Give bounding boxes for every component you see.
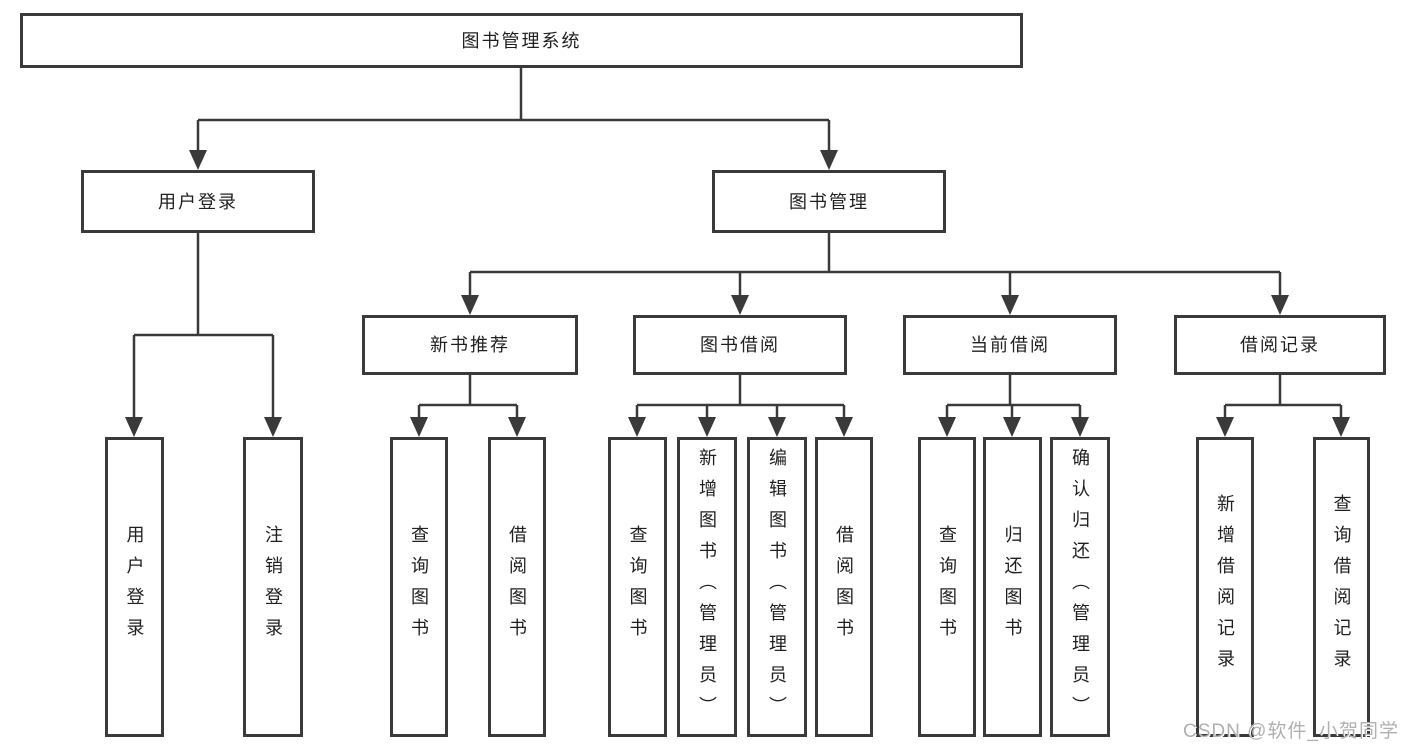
node-label: 归还图书 [1002, 525, 1023, 649]
node-label: 借阅图书 [507, 525, 527, 649]
arrowhead-icon [189, 150, 207, 170]
arrowhead-icon [938, 417, 956, 437]
arrowhead-icon [628, 417, 646, 437]
watermark-text: CSDN @软件_小贺同学 [1183, 721, 1399, 742]
node-label: 查询借阅记录 [1331, 494, 1352, 680]
node-label: 图书借阅 [700, 335, 780, 355]
node-borrow-books: 借阅图书 [815, 437, 873, 737]
arrowhead-icon [1271, 295, 1289, 315]
node-label: 编辑图书（管理员） [767, 447, 787, 727]
node-label: 新增借阅记录 [1215, 494, 1235, 680]
arrowhead-icon [264, 417, 282, 437]
node-label: 借阅记录 [1240, 335, 1320, 355]
node-label: 用户登录 [158, 191, 238, 212]
arrowhead-icon [835, 417, 853, 437]
arrowhead-icon [820, 150, 838, 170]
connector-book-borrow-children [628, 375, 853, 437]
node-user-login-leaf: 用户登录 [105, 437, 164, 737]
arrowhead-icon [1003, 417, 1021, 437]
node-query-books-borrow: 查询图书 [608, 437, 667, 737]
connector-user-login-children [125, 233, 282, 437]
node-query-borrow-record: 查询借阅记录 [1313, 437, 1370, 737]
connector-book-management-children [461, 233, 1289, 315]
arrowhead-icon [731, 295, 749, 315]
node-label: 新书推荐 [430, 335, 510, 355]
connector-borrow-records-children [1216, 375, 1350, 437]
node-add-books-admin: 新增图书（管理员） [677, 437, 737, 737]
node-query-books-recommend: 查询图书 [390, 437, 448, 737]
connector-root-to-level2 [189, 68, 838, 170]
node-current-borrowing: 当前借阅 [903, 315, 1117, 375]
node-return-books: 归还图书 [983, 437, 1042, 737]
node-borrowing-records: 借阅记录 [1174, 315, 1386, 375]
node-label: 用户登录 [124, 525, 145, 649]
node-logout: 注销登录 [243, 437, 303, 737]
arrowhead-icon [1332, 417, 1350, 437]
node-label: 查询图书 [937, 525, 957, 649]
node-label: 借阅图书 [834, 525, 854, 649]
node-label: 确认归还（管理员） [1070, 447, 1090, 727]
node-label: 查询图书 [627, 525, 648, 649]
arrowhead-icon [508, 417, 526, 437]
arrowhead-icon [1071, 417, 1089, 437]
node-new-book-recommendation: 新书推荐 [362, 315, 578, 375]
node-label: 新增图书（管理员） [697, 447, 717, 727]
arrowhead-icon [461, 295, 479, 315]
arrowhead-icon [1216, 417, 1234, 437]
node-label: 查询图书 [409, 525, 429, 649]
node-confirm-return-admin: 确认归还（管理员） [1050, 437, 1110, 737]
arrowhead-icon [768, 417, 786, 437]
connector-current-borrow-children [938, 375, 1089, 437]
node-add-borrow-record: 新增借阅记录 [1196, 437, 1254, 737]
node-book-borrowing: 图书借阅 [633, 315, 847, 375]
arrowhead-icon [698, 417, 716, 437]
node-label: 当前借阅 [970, 335, 1050, 355]
arrowhead-icon [410, 417, 428, 437]
arrowhead-icon [1001, 295, 1019, 315]
node-edit-books-admin: 编辑图书（管理员） [747, 437, 807, 737]
node-label: 图书管理系统 [461, 30, 582, 51]
node-query-books-current: 查询图书 [918, 437, 976, 737]
node-book-management: 图书管理 [712, 170, 946, 233]
node-label: 注销登录 [263, 525, 283, 649]
connector-new-book-children [410, 375, 526, 437]
node-user-login: 用户登录 [81, 170, 315, 233]
node-borrow-books-recommend: 借阅图书 [488, 437, 546, 737]
node-label: 图书管理 [789, 191, 869, 212]
node-library-management-system: 图书管理系统 [20, 13, 1023, 68]
arrowhead-icon [125, 417, 143, 437]
